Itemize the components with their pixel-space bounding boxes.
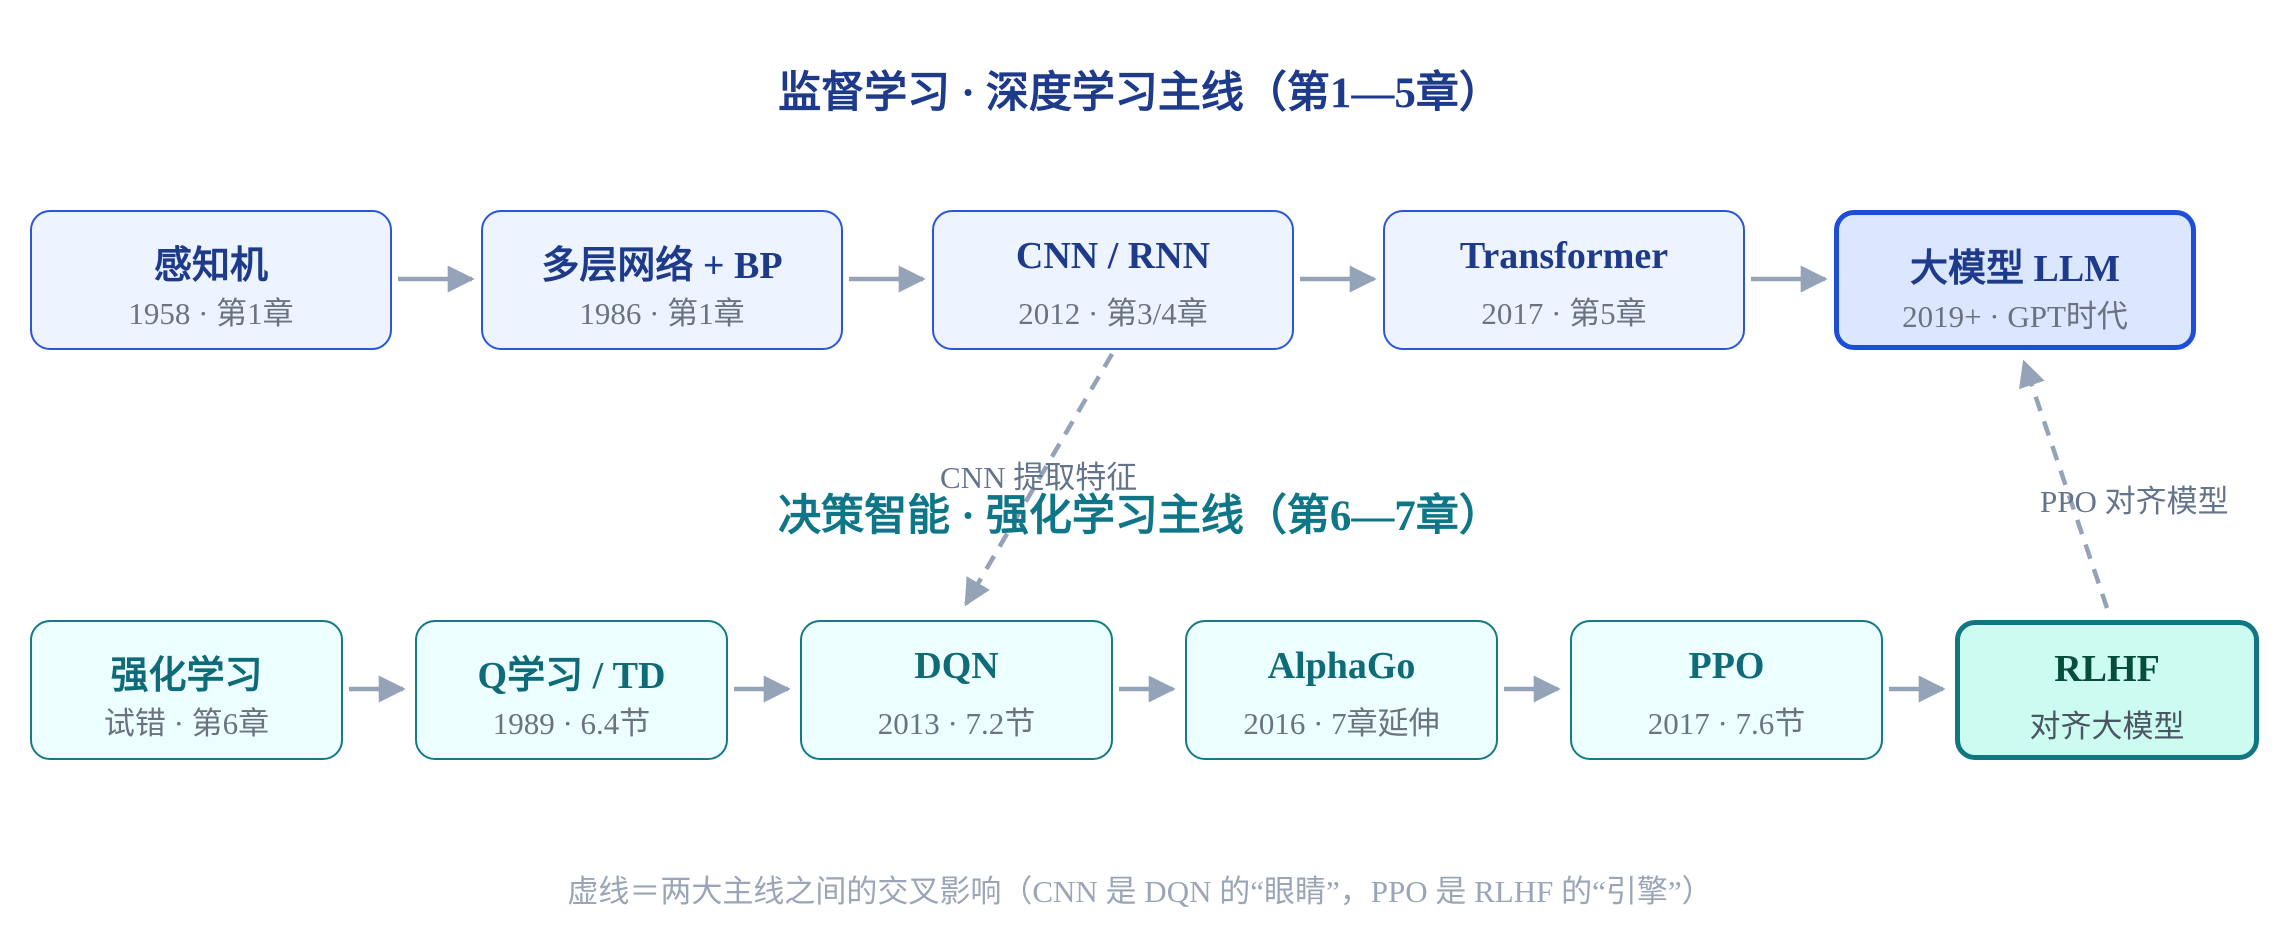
cross-arrow-cnn-to-dqn	[964, 352, 1114, 607]
node-subtitle: 2012 · 第3/4章	[1018, 296, 1208, 331]
node-reinforcement-learning: 强化学习 试错 · 第6章	[30, 620, 343, 760]
node-name: Transformer	[1459, 235, 1669, 277]
cross-label-cnn-features: CNN 提取特征	[940, 460, 1138, 495]
node-name: 感知机	[153, 245, 268, 287]
rl-track-title: 决策智能 · 强化学习主线（第6—7章）	[778, 493, 1502, 540]
supervised-track-title: 监督学习 · 深度学习主线（第1—5章）	[778, 70, 1502, 117]
node-name: AlphaGo	[1267, 645, 1416, 687]
cross-arrow-rlhf-to-llm	[2018, 359, 2110, 609]
node-subtitle: 2017 · 7.6节	[1647, 706, 1806, 741]
cross-label-ppo-align: PPO 对齐模型	[2040, 484, 2229, 519]
node-rlhf: RLHF 对齐大模型	[1955, 620, 2259, 760]
node-subtitle: 2016 · 7章延伸	[1243, 706, 1440, 741]
node-llm: 大模型 LLM 2019+ · GPT时代	[1834, 210, 2196, 350]
node-subtitle: 1958 · 第1章	[128, 296, 294, 331]
node-name: PPO	[1688, 645, 1765, 687]
node-subtitle: 2019+ · GPT时代	[1902, 299, 2128, 334]
node-mlp-bp: 多层网络 + BP 1986 · 第1章	[481, 210, 843, 350]
node-name: Q学习 / TD	[477, 655, 666, 697]
node-name: CNN / RNN	[1015, 235, 1211, 277]
legend-note: 虚线＝两大主线之间的交叉影响（CNN 是 DQN 的“眼睛”，PPO 是 RLH…	[567, 874, 1713, 909]
node-subtitle: 1986 · 第1章	[579, 296, 745, 331]
node-ppo: PPO 2017 · 7.6节	[1570, 620, 1883, 760]
node-name: 多层网络 + BP	[541, 245, 783, 287]
node-subtitle: 对齐大模型	[2029, 709, 2185, 744]
node-dqn: DQN 2013 · 7.2节	[800, 620, 1113, 760]
node-q-learning: Q学习 / TD 1989 · 6.4节	[415, 620, 728, 760]
node-subtitle: 1989 · 6.4节	[492, 706, 651, 741]
node-subtitle: 2017 · 第5章	[1481, 296, 1647, 331]
node-name: 大模型 LLM	[1909, 248, 2121, 290]
node-perceptron: 感知机 1958 · 第1章	[30, 210, 392, 350]
node-subtitle: 2013 · 7.2节	[877, 706, 1036, 741]
node-transformer: Transformer 2017 · 第5章	[1383, 210, 1745, 350]
node-name: 强化学习	[110, 655, 263, 697]
node-name: RLHF	[2054, 648, 2160, 690]
node-subtitle: 试错 · 第6章	[103, 706, 270, 741]
node-cnn-rnn: CNN / RNN 2012 · 第3/4章	[932, 210, 1294, 350]
node-alphago: AlphaGo 2016 · 7章延伸	[1185, 620, 1498, 760]
node-name: DQN	[914, 645, 999, 687]
